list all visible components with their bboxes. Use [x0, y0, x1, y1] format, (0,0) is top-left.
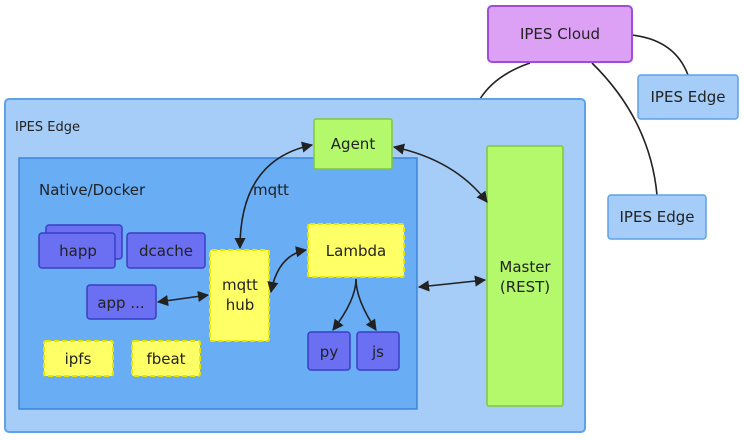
arrow-app-hub [156, 290, 210, 307]
mqtt-edge-label: mqtt [253, 181, 289, 199]
mqtt-hub-label-line2: hub [226, 296, 255, 314]
fbeat-label: fbeat [146, 350, 185, 368]
mqtt-hub-node[interactable] [209, 249, 270, 342]
app-label: app ... [97, 294, 144, 312]
ipes-edge-container-label: IPES Edge [15, 120, 80, 135]
master-label-line2: (REST) [500, 278, 550, 296]
link-cloud-edge-2 [591, 62, 658, 196]
arrow-hub-lambda [267, 246, 308, 294]
happ-node[interactable] [38, 232, 116, 269]
ipfs-label: ipfs [65, 350, 92, 368]
master-label-line1: Master [499, 258, 551, 276]
dcache-label: dcache [139, 242, 193, 260]
js-node[interactable] [356, 331, 400, 371]
arrow-lambda-master [417, 275, 487, 292]
ipes-cloud-node[interactable] [487, 5, 633, 63]
ipes-edge-remote-1-node[interactable] [637, 74, 739, 120]
lambda-node[interactable] [307, 223, 405, 278]
link-cloud-edge-1 [631, 34, 689, 76]
arrow-lambda-js [355, 278, 377, 331]
fbeat-node[interactable] [131, 340, 201, 377]
py-label: py [320, 343, 339, 361]
dcache-node[interactable] [126, 232, 206, 269]
ipes-cloud-label: IPES Cloud [520, 25, 600, 43]
ipes-edge-remote-2-node[interactable] [607, 194, 707, 240]
ipes-edge-remote-2-label: IPES Edge [620, 208, 695, 226]
arrow-agent-master [392, 143, 488, 203]
agent-node[interactable] [313, 118, 393, 170]
arrow-agent-mqtt-hub [234, 141, 314, 250]
agent-label: Agent [331, 135, 376, 153]
ipes-edge-remote-1-label: IPES Edge [651, 88, 726, 106]
app-node[interactable] [86, 284, 157, 320]
master-node[interactable] [486, 145, 564, 407]
lambda-label: Lambda [326, 242, 386, 260]
js-label: js [371, 343, 384, 361]
link-cloud-main-edge [479, 62, 531, 100]
native-docker-label: Native/Docker [39, 181, 146, 199]
py-node[interactable] [307, 331, 351, 371]
happ-label: happ [59, 242, 97, 260]
ipfs-node[interactable] [43, 340, 114, 377]
mqtt-hub-label-line1: mqtt [222, 276, 258, 294]
